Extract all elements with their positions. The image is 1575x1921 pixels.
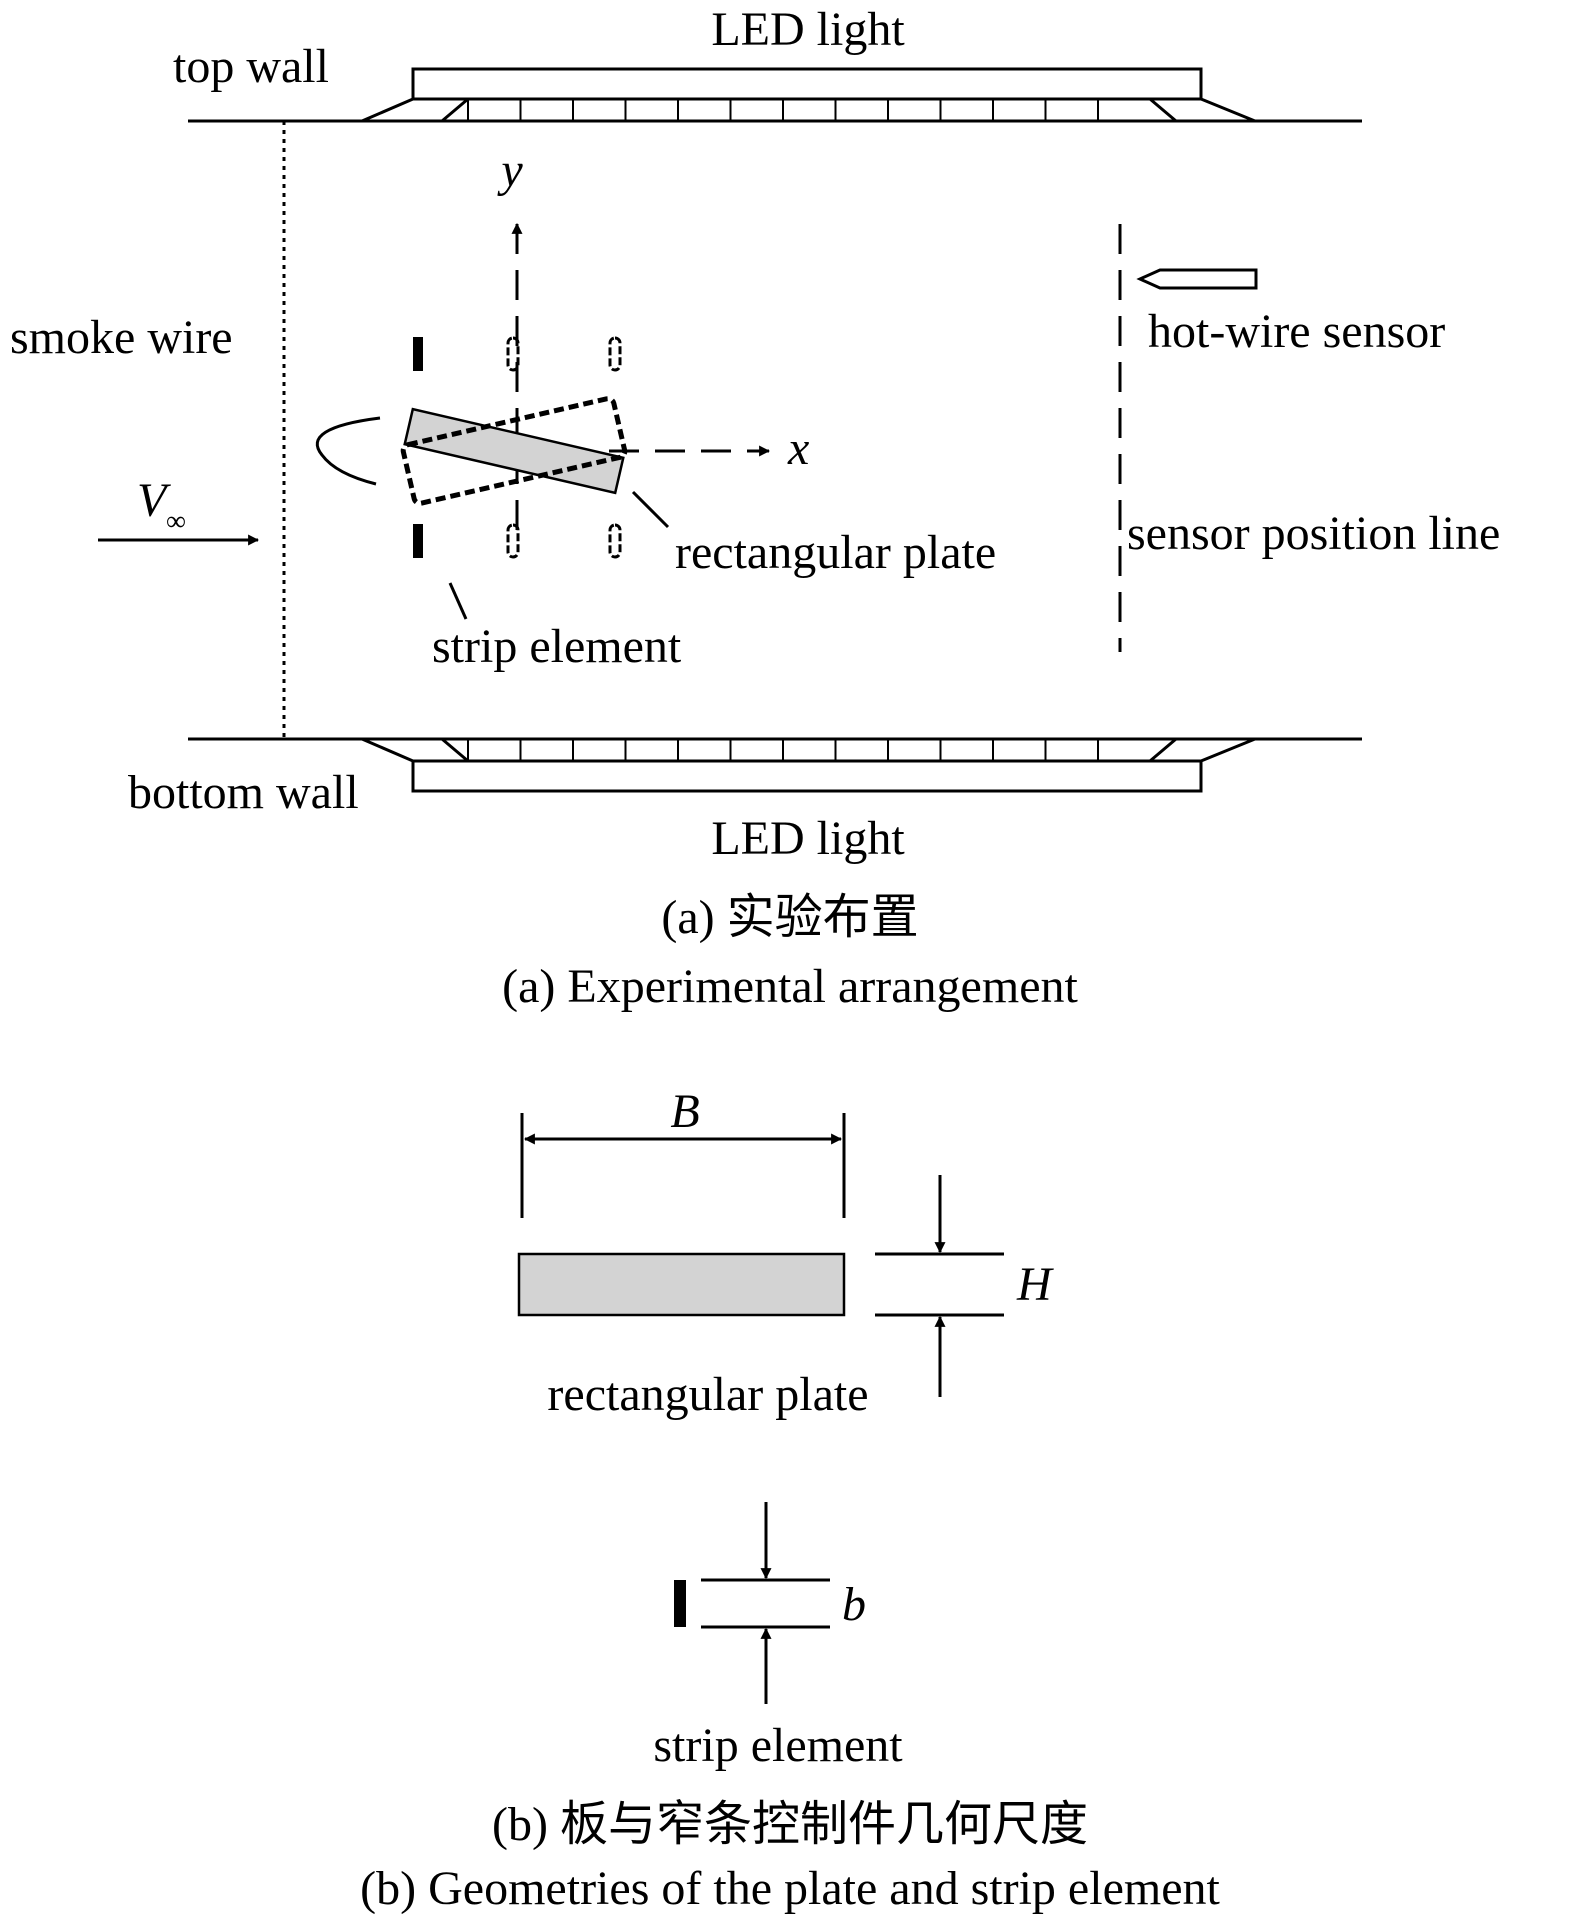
separation-curve <box>315 416 381 486</box>
strip-element-label: strip element <box>432 620 682 673</box>
hot-wire-sensor-label: hot-wire sensor <box>1148 305 1445 358</box>
strip-element-mark <box>413 337 423 371</box>
geometry-diagram: B H rectangular plate b strip element (b… <box>360 1085 1220 1915</box>
rectangular-plate-label: rectangular plate <box>675 526 996 579</box>
plate-leader-line <box>631 490 670 529</box>
strip-element-mark <box>608 336 622 372</box>
geometry-strip-element <box>674 1580 686 1627</box>
top-led-light <box>361 67 1256 123</box>
bottom-led-segments <box>467 739 1099 761</box>
v-infinity-subscript: ∞ <box>166 506 186 537</box>
caption-a-chinese: (a) 实验布置 <box>661 891 918 944</box>
rotated-plate-assembly <box>400 396 628 506</box>
geometry-rectangular-plate <box>517 1252 846 1317</box>
v-infinity-label: V <box>137 474 171 527</box>
geometry-plate-label: rectangular plate <box>547 1368 868 1421</box>
hot-wire-sensor-probe <box>1136 268 1258 290</box>
x-axis-label: x <box>787 422 809 475</box>
smoke-wire-label: smoke wire <box>10 311 233 364</box>
top-wall-label: top wall <box>173 40 329 93</box>
caption-b-english: (b) Geometries of the plate and strip el… <box>360 1862 1220 1915</box>
y-axis-label: y <box>496 144 523 197</box>
rotated-rectangular-plate <box>403 407 625 495</box>
strip-elements <box>413 336 622 559</box>
caption-b-chinese: (b) 板与窄条控制件几何尺度 <box>492 1798 1088 1851</box>
strip-element-mark <box>413 524 423 558</box>
b-dimension-label: b <box>842 1578 866 1631</box>
strip-element-mark <box>506 336 520 372</box>
led-light-top-label: LED light <box>711 3 905 56</box>
strip-element-mark <box>608 523 622 559</box>
strip-leader-line <box>448 582 468 620</box>
H-dimension-label: H <box>1016 1258 1054 1311</box>
sensor-position-line-label: sensor position line <box>1127 507 1500 560</box>
wind-tunnel-diagram: top wall LED light smoke wire V ∞ y x ho… <box>10 3 1500 1013</box>
bottom-led-light <box>361 737 1256 793</box>
bottom-wall-label: bottom wall <box>128 766 359 819</box>
geometry-strip-label: strip element <box>653 1719 903 1772</box>
led-light-bottom-label: LED light <box>711 812 905 865</box>
B-dimension-label: B <box>670 1085 699 1138</box>
caption-a-english: (a) Experimental arrangement <box>502 960 1078 1013</box>
strip-element-mark <box>506 523 520 559</box>
top-led-segments <box>467 99 1099 121</box>
